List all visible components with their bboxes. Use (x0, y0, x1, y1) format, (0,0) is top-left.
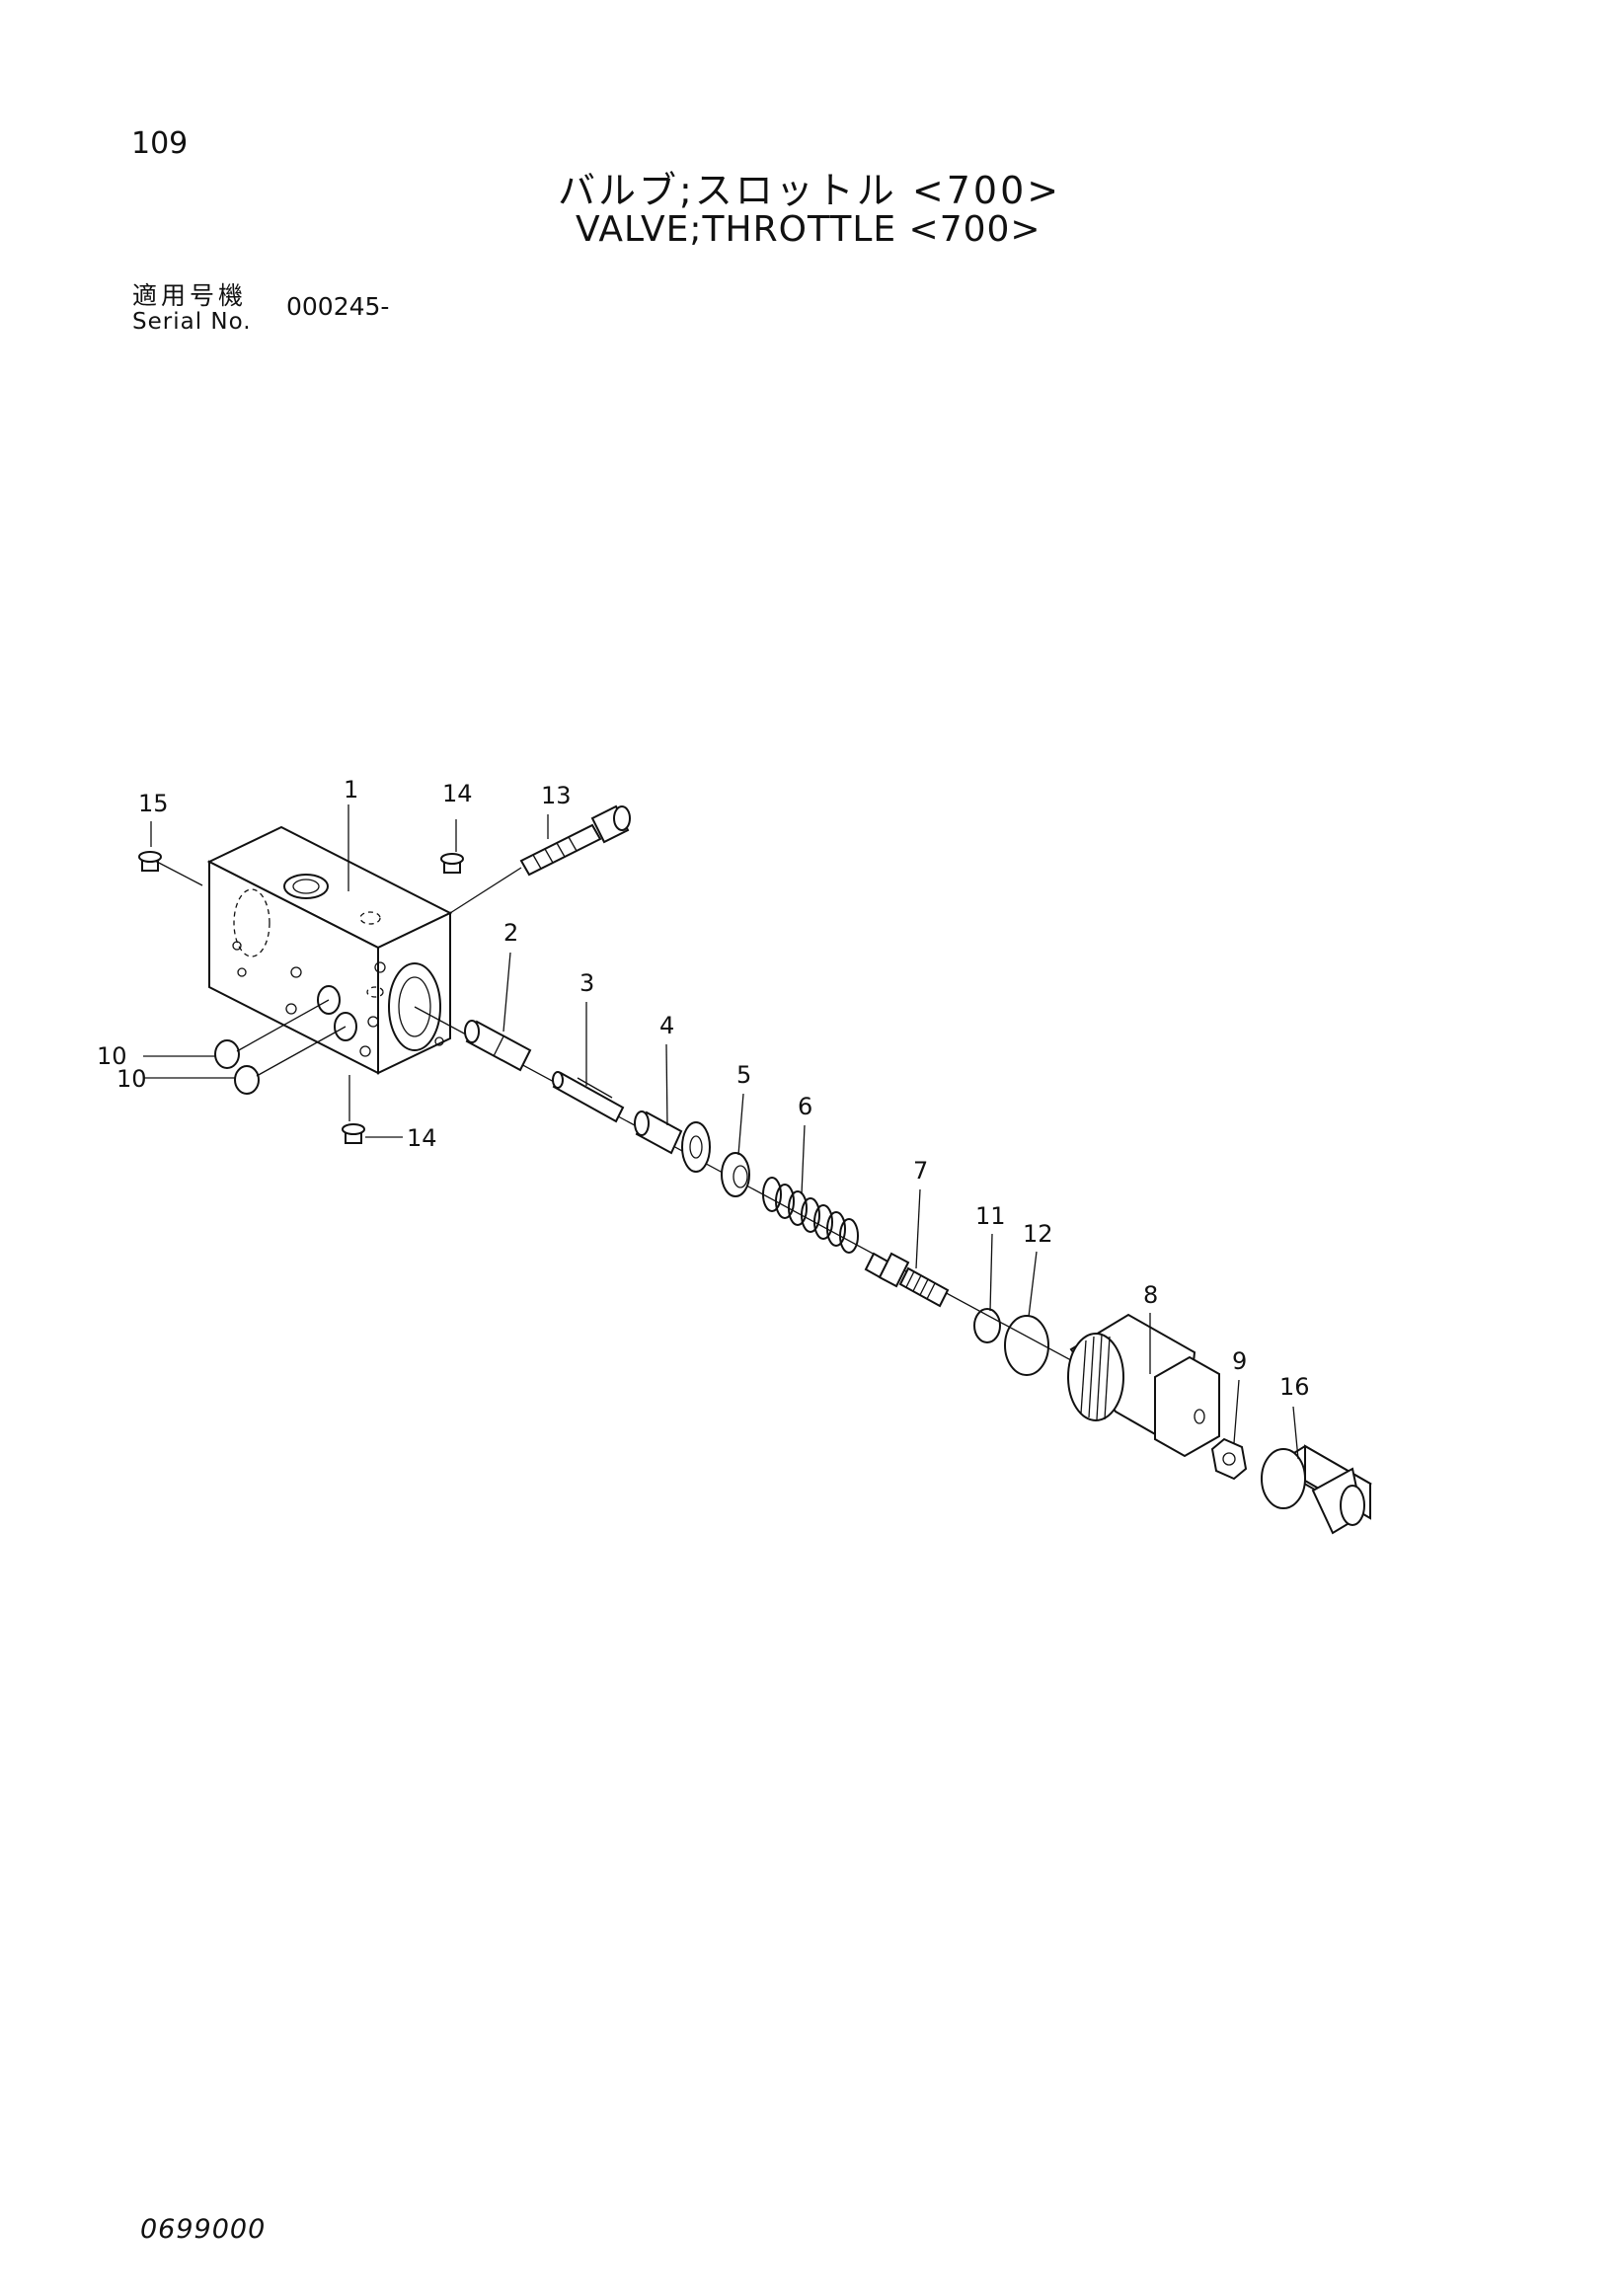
part-3-pin (552, 1071, 625, 1123)
part-2-spool (464, 1020, 532, 1072)
page-title-english: VALVE;THROTTLE <700> (576, 209, 1041, 250)
part-4-poppet (634, 1110, 711, 1173)
callout-10-upper: 10 (97, 1042, 127, 1070)
callout-11: 11 (975, 1202, 1006, 1230)
callout-15: 15 (138, 790, 169, 817)
callout-1: 1 (344, 776, 358, 804)
part-6-spring (762, 1177, 859, 1254)
callout-14-upper: 14 (442, 780, 473, 807)
serial-label-japanese: 適用号機 (132, 281, 248, 310)
part-1-valve-housing (206, 825, 453, 1075)
part-14-plug-lower (342, 1123, 365, 1144)
part-5-spring-seat (721, 1152, 750, 1197)
page-title-japanese: バルブ;スロットル <700> (558, 169, 1062, 212)
part-13-bolt (519, 804, 631, 877)
callout-2: 2 (503, 919, 518, 947)
part-16-cap (1261, 1444, 1372, 1535)
callout-14-lower: 14 (407, 1124, 437, 1152)
part-8-plug-body (1067, 1313, 1220, 1458)
callout-5: 5 (736, 1061, 751, 1089)
part-9-nut (1210, 1437, 1248, 1481)
part-11-o-ring (973, 1308, 1001, 1343)
serial-label-english: Serial No. (132, 309, 252, 335)
part-12-o-ring (1004, 1315, 1049, 1376)
part-10-o-rings (214, 1039, 260, 1095)
part-15-plug (138, 851, 162, 872)
callout-7: 7 (913, 1157, 928, 1185)
callout-13: 13 (541, 782, 572, 809)
page-number: 109 (131, 126, 189, 161)
callout-9: 9 (1232, 1347, 1247, 1375)
document-code: 0699000 (140, 2214, 267, 2245)
serial-number-value: 000245- (286, 292, 390, 321)
callout-16: 16 (1279, 1373, 1310, 1401)
callout-12: 12 (1023, 1220, 1053, 1248)
callout-3: 3 (579, 969, 594, 997)
part-14-plug-upper (440, 853, 464, 874)
leader-lines (143, 804, 1299, 1460)
callout-4: 4 (659, 1012, 674, 1039)
part-7-adjusting-screw (864, 1252, 950, 1308)
callout-8: 8 (1143, 1281, 1158, 1309)
callout-10-lower: 10 (116, 1065, 147, 1093)
callout-6: 6 (798, 1093, 812, 1120)
